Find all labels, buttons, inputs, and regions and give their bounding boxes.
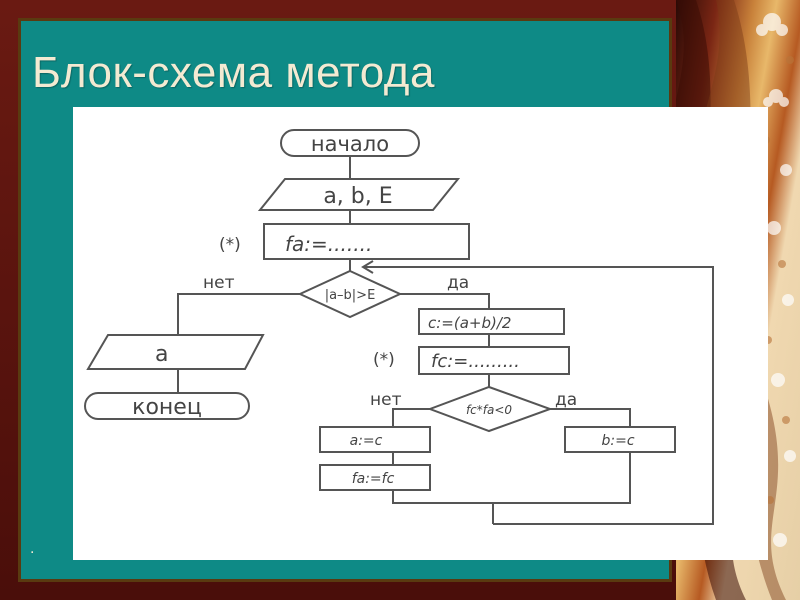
connector-lines xyxy=(177,156,714,525)
slide-title: Блок-схема метода xyxy=(32,48,435,97)
input-parallelogram xyxy=(257,178,461,211)
loop-yes-label: да xyxy=(447,273,469,293)
assign-a-label: a:=c xyxy=(350,433,383,449)
flowchart-labels: начало a, b, E (*) fa:=....... |a–b|>E н… xyxy=(132,132,635,487)
connector-loop-back xyxy=(363,266,714,525)
end-label: конец xyxy=(132,395,202,420)
flowchart-canvas: начало a, b, E (*) fa:=....... |a–b|>E н… xyxy=(73,107,768,560)
sign-no-label: нет xyxy=(370,390,402,410)
loop-no-label: нет xyxy=(203,273,235,293)
midpoint-process-box xyxy=(418,308,565,335)
sign-condition-label: fc*fa<0 xyxy=(466,403,512,417)
eval-process-box xyxy=(418,346,570,375)
flowchart-diagram: начало a, b, E (*) fa:=....... |a–b|>E н… xyxy=(84,129,714,525)
input-label: a, b, E xyxy=(323,184,392,209)
eval-marker-label: (*) xyxy=(373,350,395,370)
loop-condition-label: |a–b|>E xyxy=(325,288,376,303)
loop-decision-diamond xyxy=(297,269,403,319)
end-terminal xyxy=(84,392,250,420)
output-parallelogram xyxy=(86,334,265,370)
connector-left-merge xyxy=(392,490,494,524)
connector-sign-no xyxy=(392,408,430,427)
connector-loop-no xyxy=(177,293,300,335)
connector-right-merge xyxy=(493,452,631,504)
assign-fa-box xyxy=(319,464,431,491)
init-process-box xyxy=(263,223,470,260)
sign-yes-label: да xyxy=(555,390,577,410)
start-terminal xyxy=(280,129,420,157)
eval-fc-label: fc:=......... xyxy=(431,351,520,372)
slide-footer-mark: . xyxy=(30,540,35,557)
assign-a-box xyxy=(319,426,431,453)
flowchart-shapes xyxy=(84,129,676,491)
midpoint-label: c:=(a+b)/2 xyxy=(428,314,511,332)
init-fa-label: fa:=....... xyxy=(285,232,372,256)
assign-b-label: b:=c xyxy=(601,433,634,449)
assign-b-box xyxy=(564,426,676,453)
output-label: a xyxy=(155,342,168,367)
init-marker-label: (*) xyxy=(219,235,241,255)
start-label: начало xyxy=(311,132,389,156)
assign-fa-label: fa:=fc xyxy=(352,471,395,487)
loop-arrow-icon xyxy=(361,260,374,274)
sign-decision-diamond xyxy=(427,385,553,433)
connector-loop-yes xyxy=(400,293,490,309)
connector-sign-yes xyxy=(550,408,631,427)
